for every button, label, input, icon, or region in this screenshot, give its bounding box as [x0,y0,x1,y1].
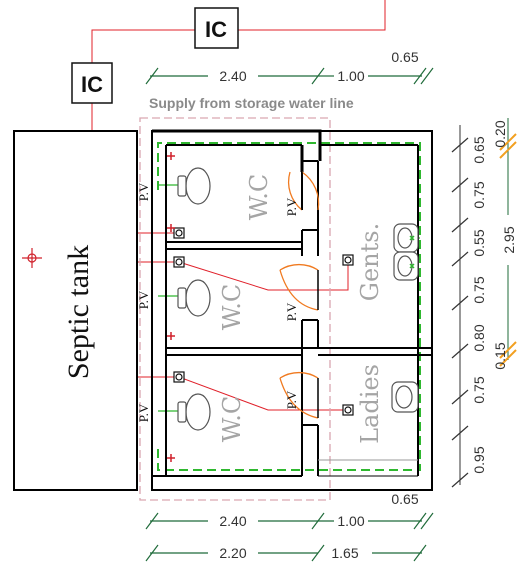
door-leaves [301,172,319,418]
dim-far-right-bottom: 0.15 [492,342,508,369]
washbasins [391,223,419,413]
water-supply-line [157,142,421,471]
dim-overall-right: 1.65 [331,545,358,561]
dim-overall-left: 2.20 [219,545,246,561]
septic-tank-center-mark [22,248,42,268]
room-label-wc-middle: W.C [218,284,246,330]
inspection-chamber-1-label: IC [81,72,103,97]
supply-note: Supply from storage water line [149,95,354,111]
room-label-ladies: Ladies [356,364,384,444]
wc-pans [177,167,211,431]
room-label-wc-bottom: W.C [218,396,246,442]
dimension-bottom: 0.65 2.40 1.00 2.20 1.65 [145,491,434,562]
door-swings [279,171,320,419]
pipe-vent-label-4: P.V [284,197,299,216]
dim-bottom-room-width: 1.00 [337,513,364,529]
drain-pipe-ic2-outfall [238,0,386,31]
dim-top-offset: 0.65 [391,49,418,65]
building-walls [151,129,433,491]
drain-pipe-gents [178,260,349,291]
septic-tank: Septic tank [13,130,138,491]
floor-trap-ladies [342,404,354,416]
dim-top-room-width: 1.00 [337,68,364,84]
room-label-wc-top: W.C [245,174,273,220]
floor-trap-gents [342,254,354,266]
drain-pipe-ic1-to-ic2 [91,29,195,63]
septic-tank-label: Septic tank [62,245,95,379]
pipe-vent-label-5: P.V [284,302,299,321]
pipe-vent-label-6: P.V [284,390,299,409]
dim-right-3: 0.55 [471,229,487,256]
dim-bottom-offset: 0.65 [391,491,418,507]
washbasin-gents-2 [393,251,419,281]
wc-pan-bottom [177,393,211,431]
dim-right-6: 0.75 [471,376,487,403]
septic-boundary-dashed [139,117,331,501]
dim-right-2: 0.75 [471,181,487,208]
dim-far-right-total: 2.95 [501,226,517,253]
dimension-break-marks [499,133,517,367]
pipe-vent-label-2: P.V [136,290,151,309]
dim-far-right-top: 0.20 [492,120,508,147]
dim-right-4: 0.75 [471,276,487,303]
room-label-gents: Gents. [356,223,384,301]
floor-trap-wc-middle [173,256,185,268]
dimension-right: 0.65 0.75 0.55 0.75 0.80 0.75 0.95 [451,125,487,488]
drain-pipe-ladies [178,376,348,411]
dimension-far-right: 0.20 2.95 0.15 [492,118,517,370]
dim-top-wc-width: 2.40 [219,68,246,84]
dim-bottom-wc-width: 2.40 [219,513,246,529]
floor-trap-wc-top [173,227,185,239]
washbasin-ladies [391,381,419,413]
fixture-green-marks [409,235,415,269]
pipe-vent-label-1: P.V [136,182,151,201]
dim-right-1: 0.65 [471,136,487,163]
dim-right-5: 0.80 [471,324,487,351]
inspection-chamber-2: IC [194,7,239,49]
wc-pan-middle [177,279,211,317]
washbasin-gents-1 [393,223,419,253]
inspection-chamber-2-label: IC [205,17,227,42]
dimension-top: 2.40 1.00 0.65 [145,49,434,85]
pipe-vent-label-3: P.V [136,403,151,422]
wc-pan-top [177,167,211,205]
inspection-chamber-1: IC [71,62,113,104]
room-labels: W.C W.C W.C Gents. Ladies [218,174,384,444]
soil-pipe-marks [167,152,175,462]
floor-trap-wc-bottom [173,371,185,383]
floor-traps [173,227,354,416]
pipe-vent-labels: P.V P.V P.V P.V P.V P.V [136,182,299,422]
dim-right-7: 0.95 [471,446,487,473]
